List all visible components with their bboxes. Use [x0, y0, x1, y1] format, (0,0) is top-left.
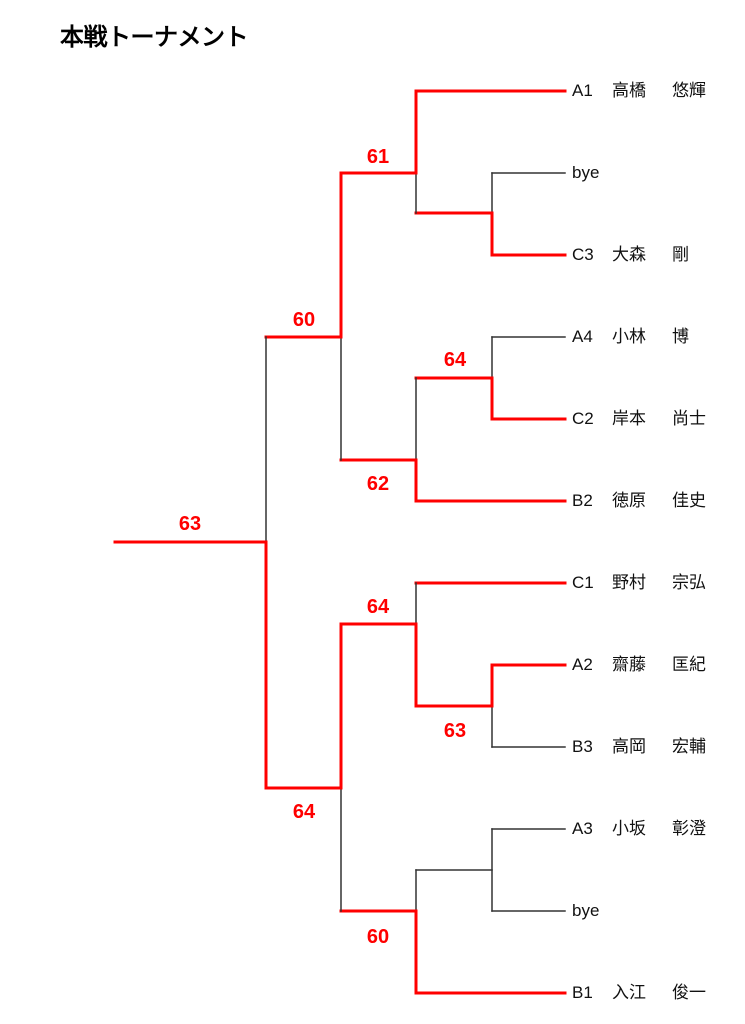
entry-given-name: 悠輝	[672, 81, 706, 101]
entry-c1: C1 野村 宗弘	[572, 573, 706, 593]
entry-given-name: 匡紀	[672, 655, 706, 675]
entry-a1: A1 高橋 悠輝	[572, 81, 706, 101]
entry-code: A4	[572, 327, 593, 346]
page-title: 本戦トーナメント	[60, 23, 249, 51]
entry-given-name: 剛	[672, 245, 689, 265]
match-score: 62	[367, 473, 389, 495]
entry-given-name: 俊一	[672, 983, 706, 1003]
match-score: 64	[293, 801, 316, 823]
entry-a4: A4 小林 博	[572, 327, 689, 347]
bye-entry: bye	[572, 901, 672, 921]
entry-code: A2	[572, 655, 593, 674]
entry-code: bye	[572, 163, 600, 182]
match-score: 64	[367, 596, 390, 618]
entry-surname: 徳原	[612, 491, 646, 511]
entry-code: C2	[572, 409, 594, 428]
entry-code: bye	[572, 901, 600, 920]
entry-surname: 入江	[612, 983, 646, 1003]
entry-surname: 小坂	[612, 819, 646, 839]
entry-surname: 野村	[612, 573, 646, 593]
entry-code: B2	[572, 491, 593, 510]
entry-surname: 大森	[612, 245, 646, 265]
entry-b2: B2 徳原 佳史	[572, 491, 706, 511]
entry-a2: A2 齋藤 匡紀	[572, 655, 706, 675]
match-score: 60	[293, 309, 315, 331]
entry-given-name: 博	[672, 327, 689, 347]
entry-given-name: 宏輔	[672, 737, 706, 757]
entry-given-name: 彰澄	[672, 819, 706, 839]
entry-code: B1	[572, 983, 593, 1002]
entry-code: C1	[572, 573, 594, 592]
match-score: 63	[444, 720, 466, 742]
match-score: 61	[367, 146, 389, 168]
entry-given-name: 尚士	[672, 409, 706, 429]
entry-c2: C2 岸本 尚士	[572, 409, 706, 429]
entry-a3: A3 小坂 彰澄	[572, 819, 706, 839]
entry-given-name: 宗弘	[672, 573, 706, 593]
match-score: 64	[444, 349, 467, 371]
entry-code: C3	[572, 245, 594, 264]
entry-b1: B1 入江 俊一	[572, 983, 706, 1003]
bye-entry: bye	[572, 163, 672, 183]
entry-code: A1	[572, 81, 593, 100]
entry-surname: 小林	[612, 327, 646, 347]
entry-code: A3	[572, 819, 593, 838]
entry-surname: 岸本	[612, 409, 646, 429]
entry-surname: 高橋	[612, 81, 646, 101]
match-score: 60	[367, 926, 389, 948]
match-score: 63	[179, 513, 201, 535]
entry-given-name: 佳史	[672, 491, 706, 511]
entry-c3: C3 大森 剛	[572, 245, 689, 265]
entry-code: B3	[572, 737, 593, 756]
entry-b3: B3 高岡 宏輔	[572, 737, 706, 757]
entry-surname: 齋藤	[612, 655, 646, 675]
entry-surname: 高岡	[612, 737, 646, 757]
